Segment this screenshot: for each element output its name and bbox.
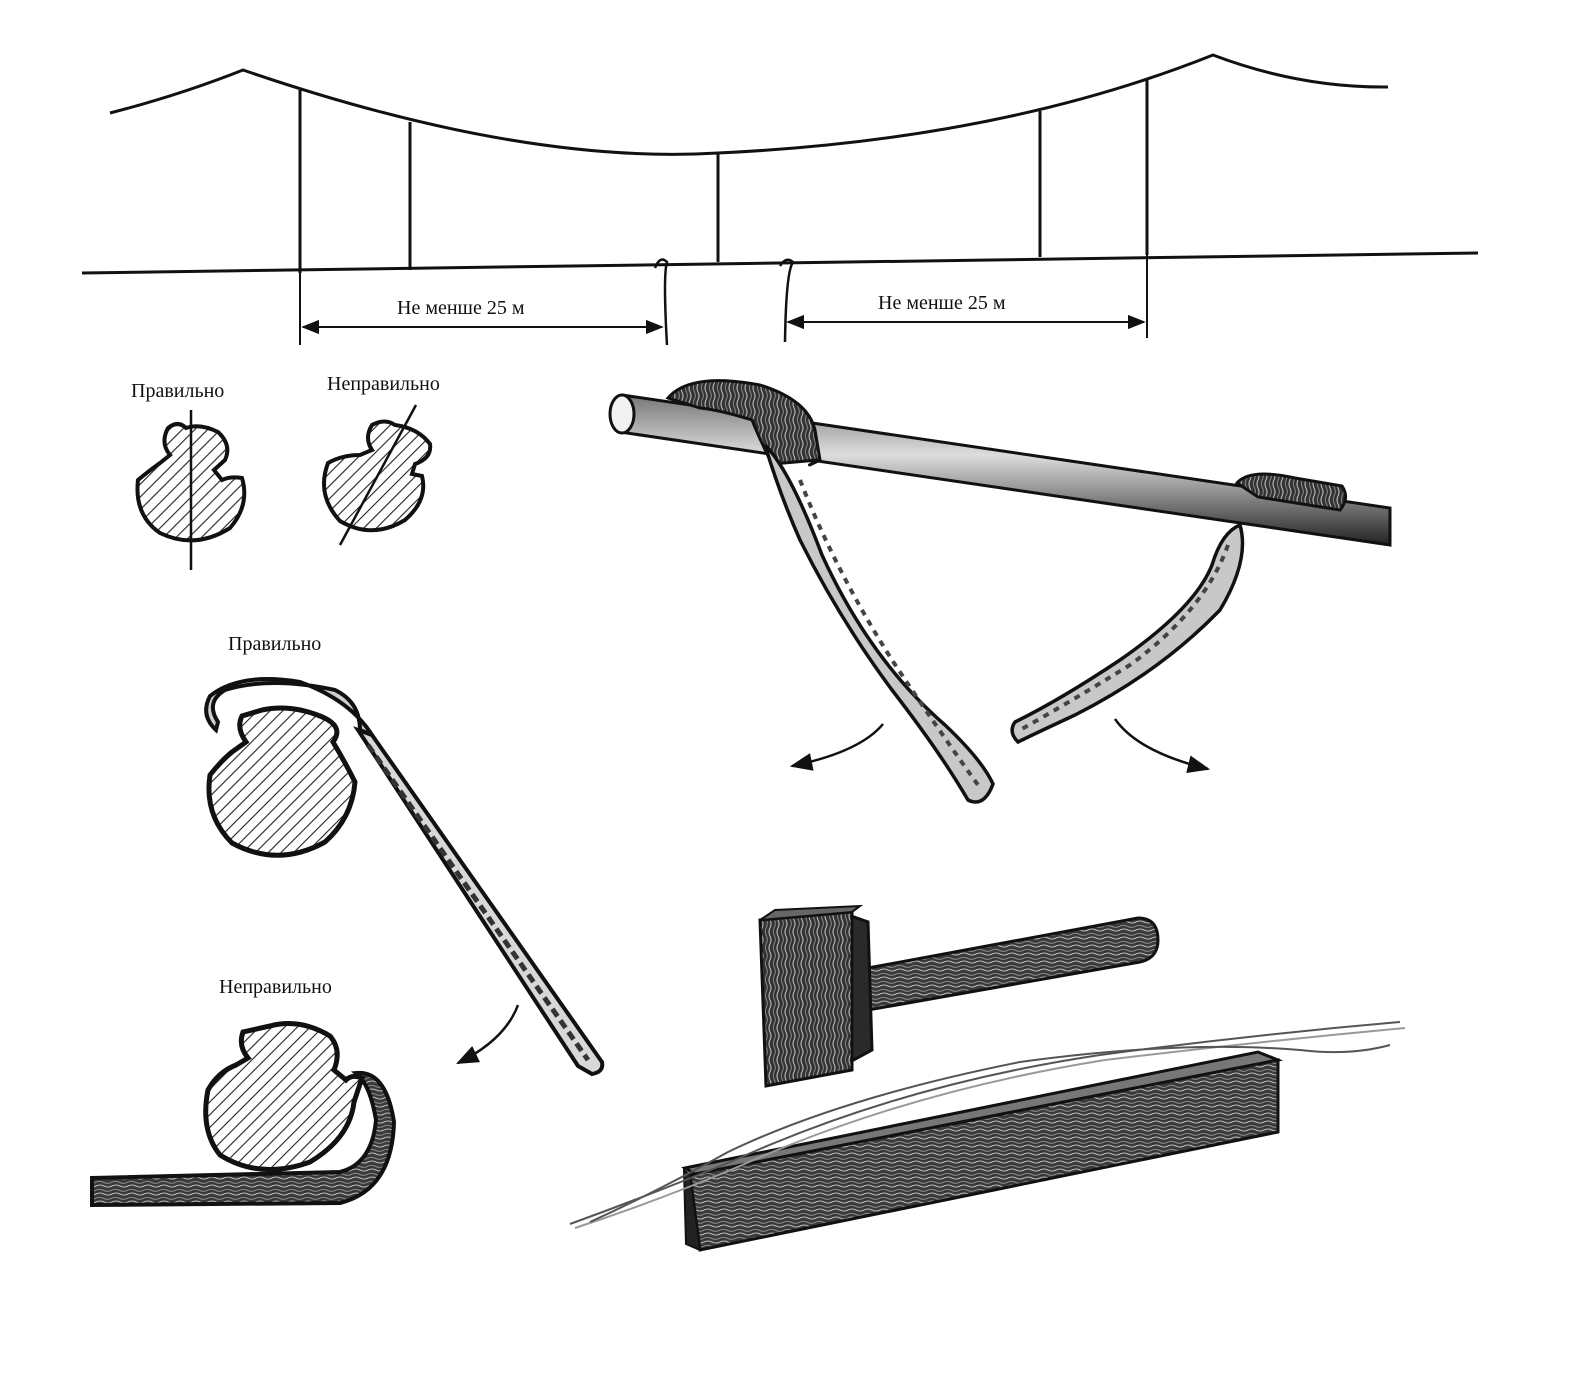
wire-profile-incorrect bbox=[322, 404, 433, 546]
mallet-handle bbox=[866, 916, 1160, 1012]
rod bbox=[611, 393, 1392, 547]
rod-with-clamps bbox=[608, 379, 1392, 804]
mallet bbox=[758, 904, 1160, 1088]
clamp-correct bbox=[204, 677, 605, 1077]
label-correct-small: Правильно bbox=[131, 380, 224, 402]
dim-label-right: Не менше 25 м bbox=[878, 292, 1006, 314]
wire-on-block bbox=[569, 1021, 1406, 1229]
dim-label-left: Не менше 25 м bbox=[397, 297, 525, 319]
overhead-line-diagram bbox=[81, 53, 1479, 346]
wooden-block bbox=[680, 1050, 1284, 1252]
label-correct-large: Правильно bbox=[228, 633, 321, 655]
wire-profile-correct bbox=[135, 410, 247, 570]
mallet-head-face bbox=[758, 910, 854, 1088]
label-incorrect-small: Неправильно bbox=[327, 373, 440, 395]
label-incorrect-large: Неправильно bbox=[219, 976, 332, 998]
droppers bbox=[298, 80, 1149, 273]
catenary-cable bbox=[109, 53, 1389, 156]
contact-wire bbox=[81, 251, 1479, 275]
dimension-lines bbox=[299, 255, 1148, 345]
wire-break-ends bbox=[653, 258, 795, 346]
clamp-incorrect bbox=[90, 1021, 397, 1208]
